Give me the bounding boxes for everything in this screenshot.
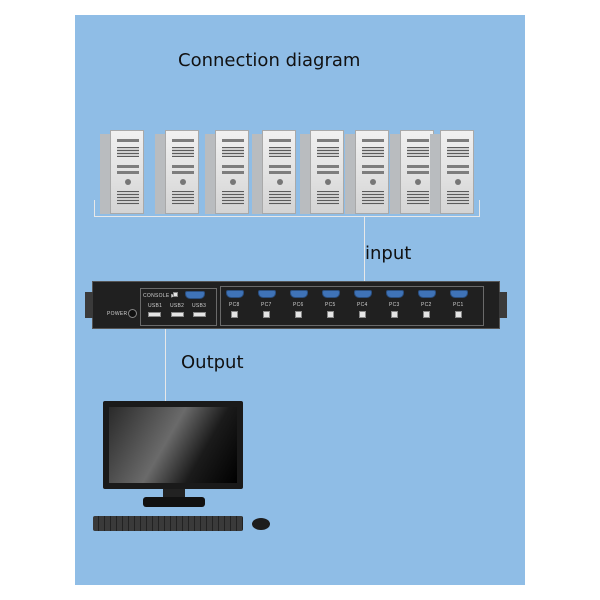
usb2-label: USB2 [170, 303, 185, 309]
usb-b-port [327, 311, 334, 318]
usb1-label: USB1 [148, 303, 163, 309]
computer-tower-icon [300, 130, 344, 214]
output-line [165, 329, 166, 402]
pc-port-label: PC3 [389, 302, 400, 308]
computer-tower-icon [205, 130, 249, 214]
usb3-port [193, 312, 206, 317]
usb3-label: USB3 [192, 303, 207, 309]
vga-port [354, 290, 372, 298]
pc-port-label: PC6 [293, 302, 304, 308]
pc-port-label: PC5 [325, 302, 336, 308]
mount-ear-left [85, 292, 93, 318]
keyboard-icon [93, 516, 243, 531]
computer-tower-icon [100, 130, 144, 214]
vga-port [258, 290, 276, 298]
console-vga-port [185, 291, 205, 299]
diagram-title: Connection diagram [178, 50, 361, 71]
pc-port-label: PC1 [453, 302, 464, 308]
computer-tower-icon [252, 130, 296, 214]
pc-bus-right [479, 200, 480, 217]
usb2-port [171, 312, 184, 317]
pc-port-label: PC8 [229, 302, 240, 308]
mouse-icon [252, 518, 270, 530]
mount-ear-right [499, 292, 507, 318]
monitor-icon [103, 401, 243, 489]
usb-b-port [391, 311, 398, 318]
output-label: Output [181, 352, 244, 373]
usb-b-port [359, 311, 366, 318]
usb-b-port [295, 311, 302, 318]
monitor-screen [109, 407, 237, 483]
vga-port [290, 290, 308, 298]
power-label: POWER [107, 311, 128, 317]
pc-ports-section [220, 286, 484, 326]
power-jack-icon [128, 309, 137, 318]
usb1-port [148, 312, 161, 317]
usb-b-port [263, 311, 270, 318]
kvm-switch: POWER CONSOLE ▶ USB1 USB2 USB3 PC8 PC7 PC6… [85, 281, 507, 329]
monitor-neck [163, 489, 185, 499]
pc-port-label: PC2 [421, 302, 432, 308]
vga-port [450, 290, 468, 298]
vga-port [418, 290, 436, 298]
input-line [364, 216, 365, 283]
pc-port-label: PC7 [261, 302, 272, 308]
usb-b-port [231, 311, 238, 318]
vga-port [386, 290, 404, 298]
usb-b-port [455, 311, 462, 318]
monitor-base [143, 497, 205, 507]
vga-port [226, 290, 244, 298]
computer-tower-icon [155, 130, 199, 214]
pc-port-label: PC4 [357, 302, 368, 308]
usb-b-port [423, 311, 430, 318]
input-label: input [365, 243, 412, 264]
computer-tower-icon [430, 130, 474, 214]
pc-bus-line [94, 216, 480, 217]
console-label: CONSOLE ▶ [143, 293, 176, 299]
vga-port [322, 290, 340, 298]
console-usb-icon [173, 292, 178, 297]
computer-tower-icon [390, 130, 434, 214]
computer-tower-icon [345, 130, 389, 214]
console-section [140, 288, 217, 326]
pc-bus-left [94, 200, 95, 217]
